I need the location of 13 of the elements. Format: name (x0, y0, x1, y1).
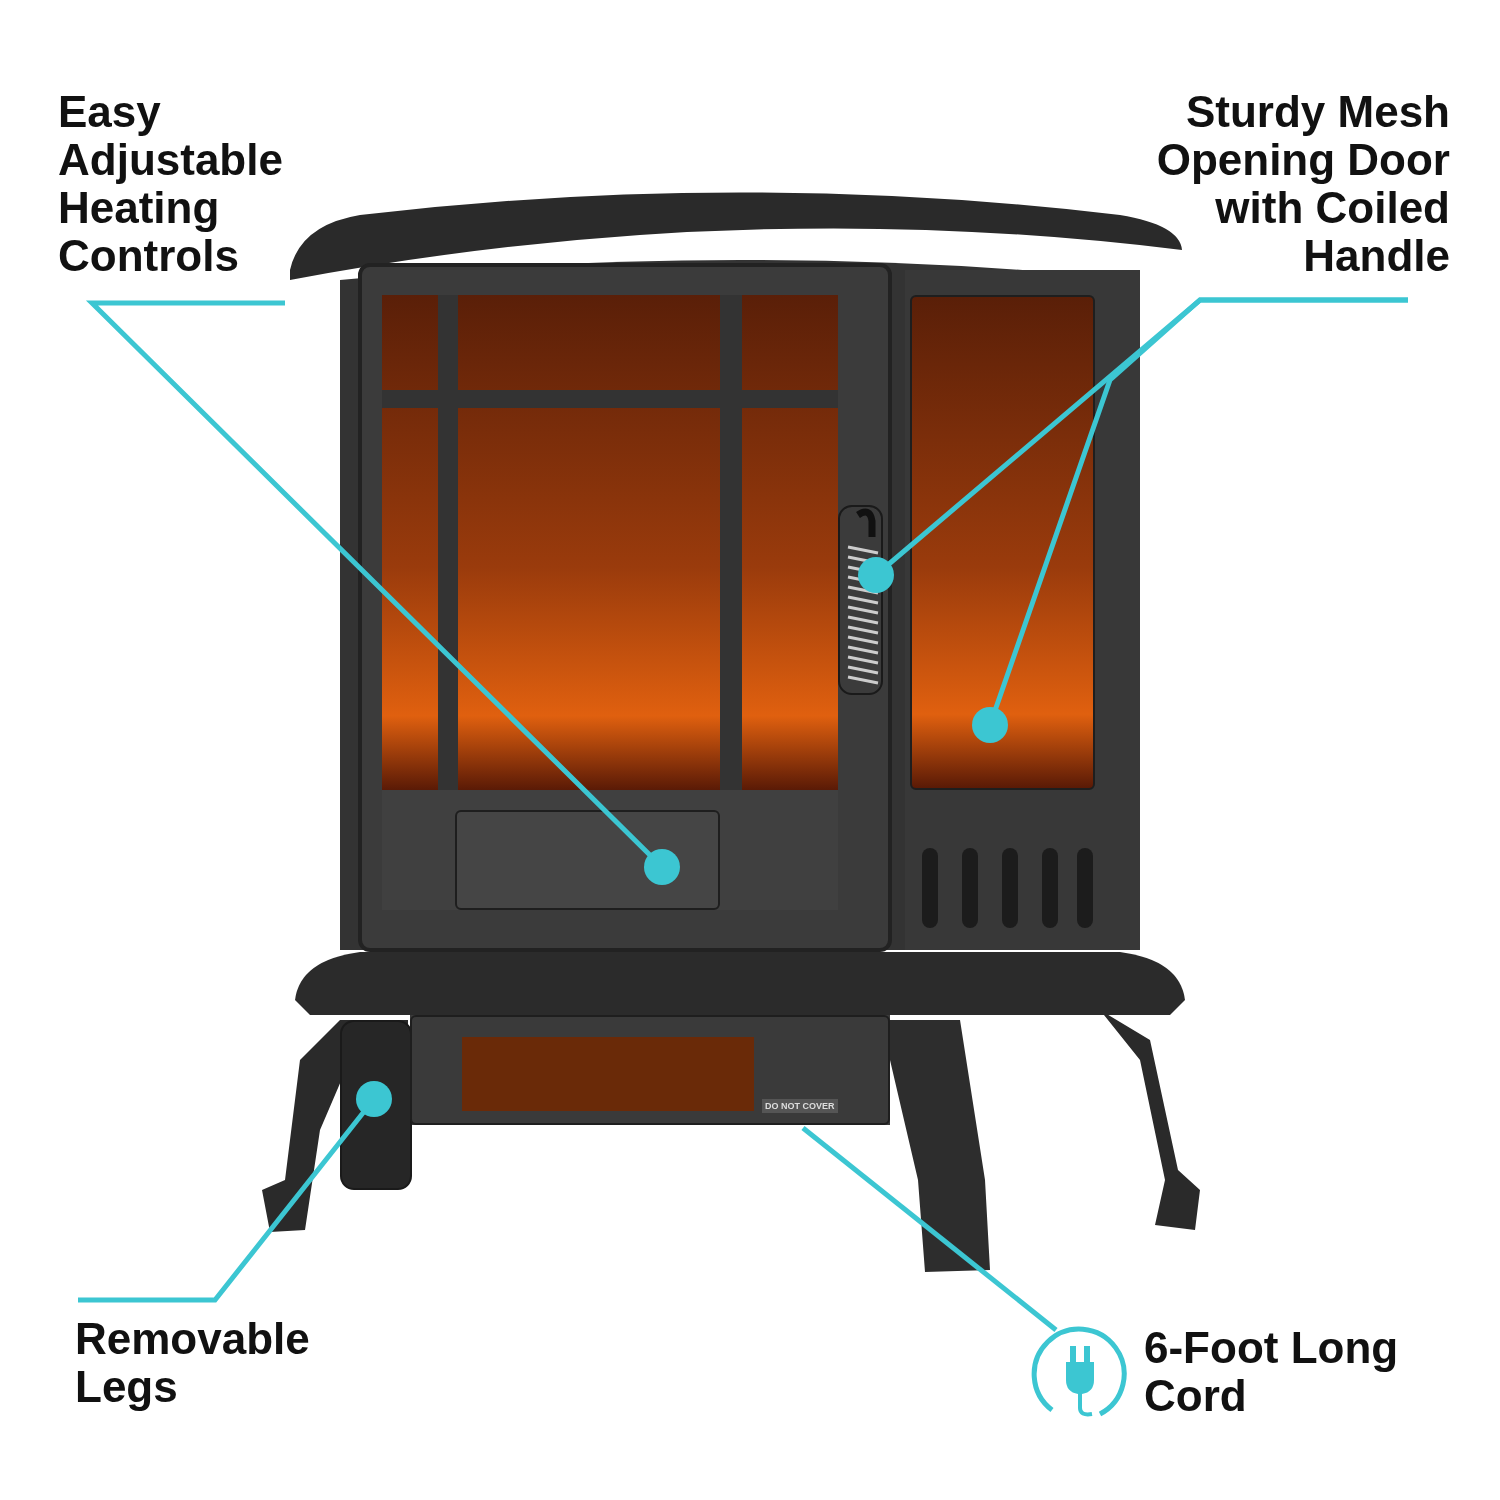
callout-text: 6-Foot Long Cord (1144, 1324, 1400, 1420)
coiled-handle (838, 505, 883, 695)
leader-line (801, 1126, 1058, 1332)
warning-label: DO NOT COVER (762, 1099, 838, 1113)
control-panel (455, 810, 720, 910)
callout-text: Sturdy Mesh Opening Door with Coiled Handle (1110, 88, 1450, 280)
leader-line (85, 300, 680, 885)
mesh-panel (910, 295, 1095, 790)
leader-line (78, 1081, 392, 1303)
callout-text: Removable Legs (75, 1315, 375, 1411)
callout-text: Easy Adjustable Heating Controls (58, 88, 358, 280)
heater-base (410, 1015, 890, 1125)
leader-line (972, 297, 1408, 743)
